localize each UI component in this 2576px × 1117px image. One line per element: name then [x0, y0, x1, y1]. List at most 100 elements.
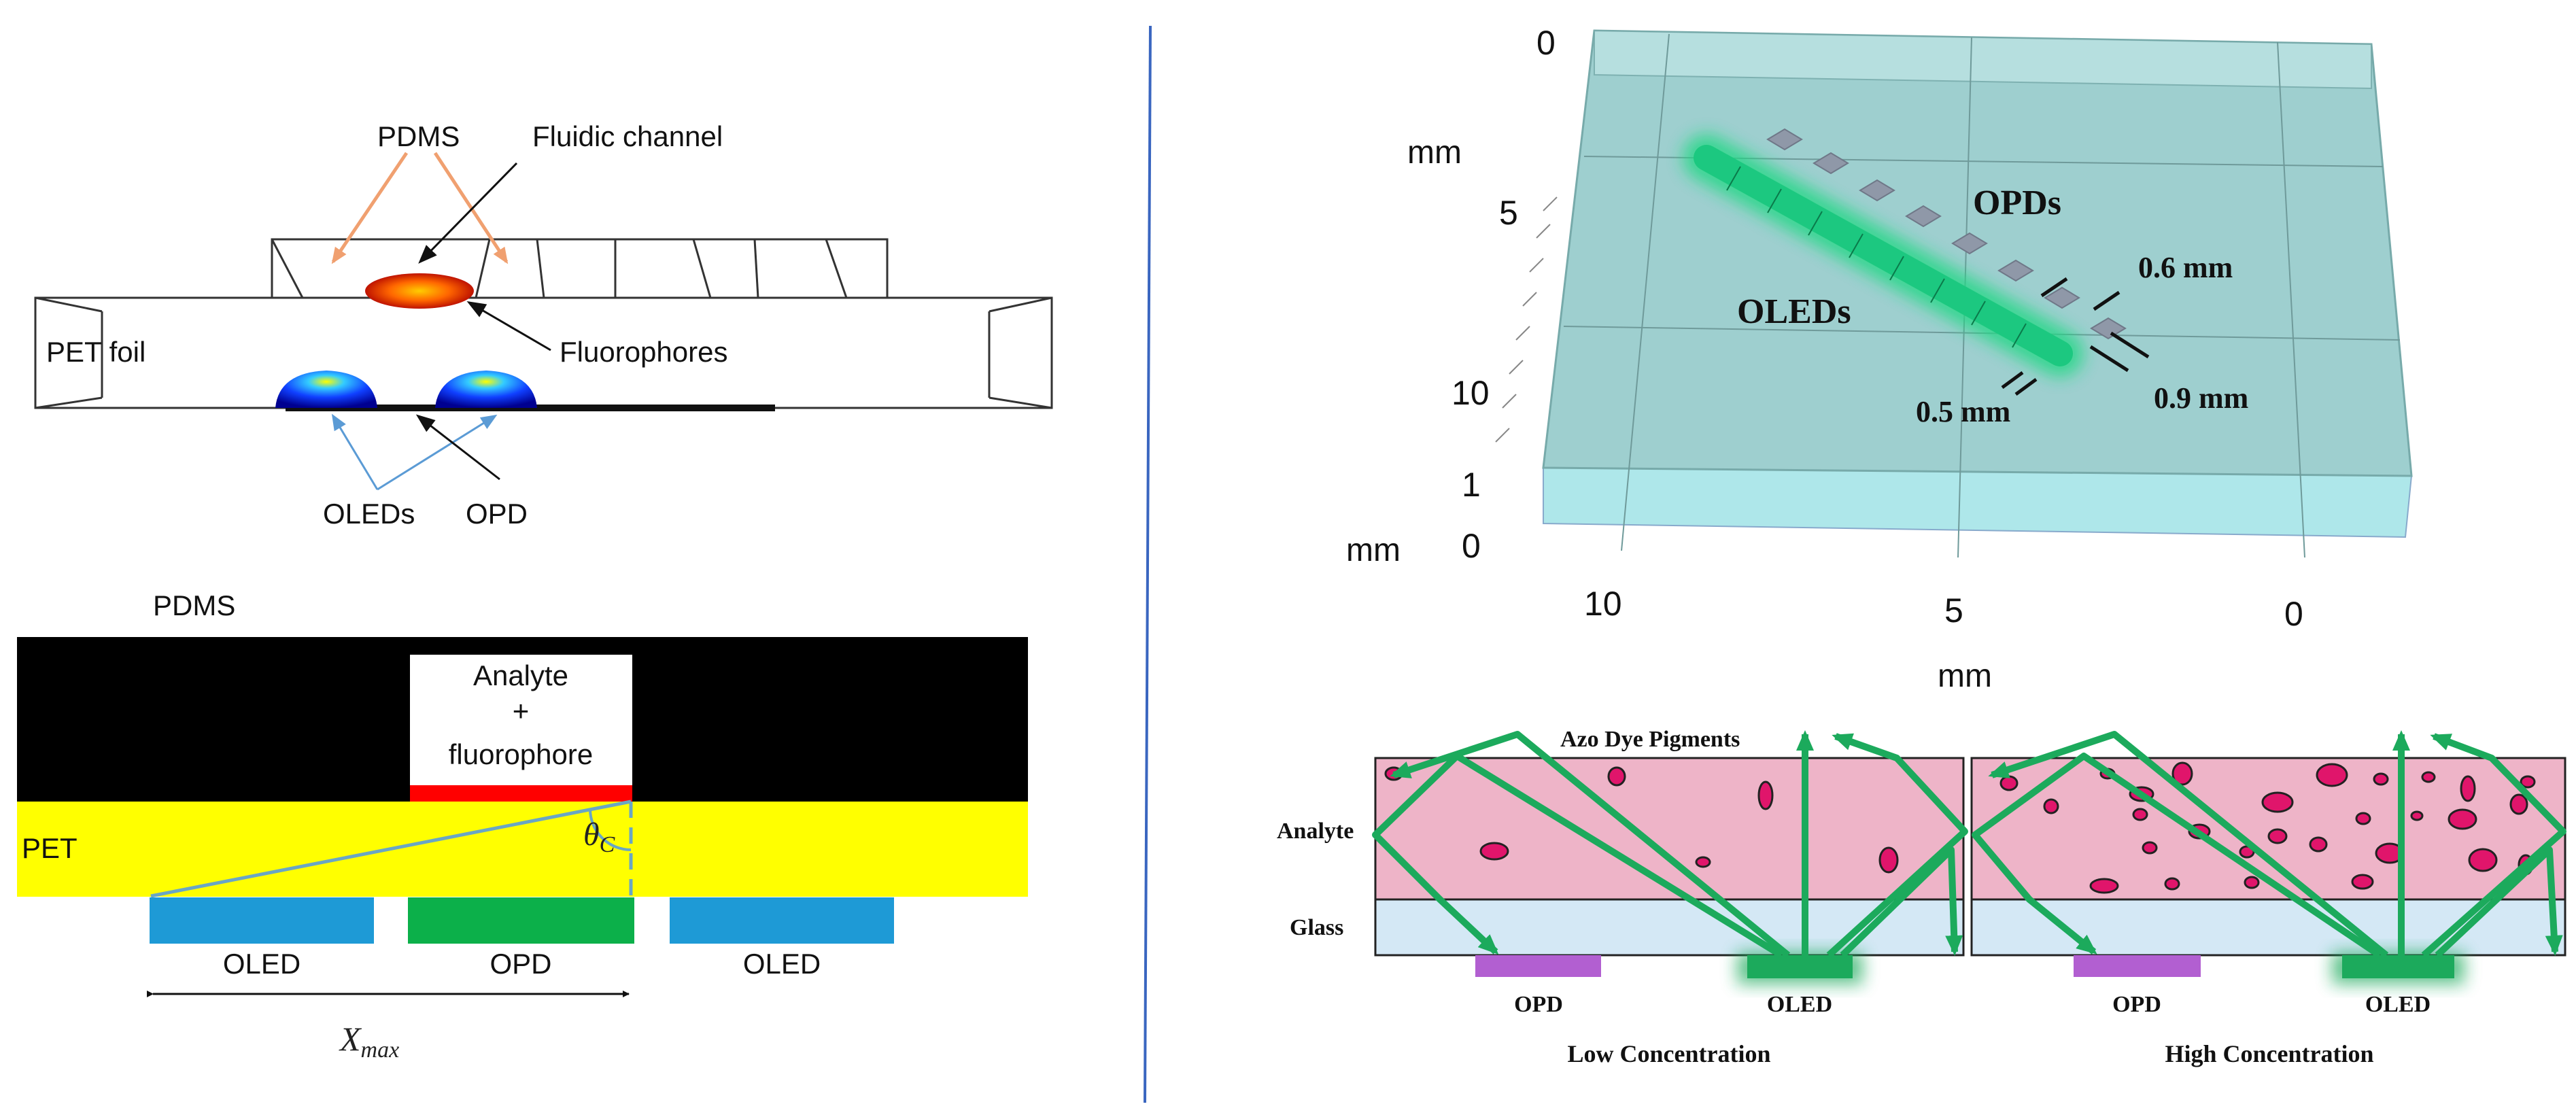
panel-b-schematic: PDMS Analyte + fluorophore PET θC OLED O…: [17, 589, 1028, 1063]
opd-high: [2074, 955, 2201, 977]
pet-foil-edge: [989, 296, 1052, 313]
label-xmax: Xmax: [339, 1020, 399, 1063]
opd-pixel: [2044, 286, 2080, 309]
label-oleds-c: OLEDs: [1737, 292, 1851, 331]
z-tick-0: 0: [1462, 527, 1481, 565]
label-pet-foil: PET foil: [46, 336, 145, 368]
label-fluidic-channel: Fluidic channel: [532, 120, 723, 152]
pet-foil-edge: [35, 296, 103, 313]
pdms-block-edge: [692, 239, 712, 298]
oled-low: [1747, 955, 1853, 978]
fluorophores-arrow: [466, 300, 551, 351]
pdms-block-edge: [753, 239, 759, 298]
pet-layer: [17, 802, 1028, 897]
label-opd-low: OPD: [1514, 992, 1563, 1017]
opd-pixel: [1997, 259, 2034, 282]
oled-left: [150, 897, 374, 944]
label-opd-high: OPD: [2112, 992, 2161, 1017]
label-glass: Glass: [1290, 915, 1343, 940]
opd: [408, 897, 634, 944]
label-oled-left: OLED: [223, 948, 300, 980]
y-tick-10: 10: [1452, 374, 1490, 412]
opd-arrow: [415, 414, 500, 481]
oleds-arrow-right: [377, 414, 498, 491]
label-opd: OPD: [466, 498, 528, 530]
label-pdms: PDMS: [377, 120, 460, 152]
opd-pixel: [1766, 128, 1803, 151]
label-dim-06: 0.6 mm: [2138, 251, 2233, 284]
opd-pixel: [1951, 232, 1988, 255]
oleds-arrow-left: [331, 413, 379, 490]
y-axis-ticks: [1495, 196, 1558, 443]
pdms-block-edge: [825, 239, 848, 298]
oled-pixels: [1726, 166, 2027, 348]
oled-strip: [1694, 145, 2073, 366]
pet-foil-edge: [35, 396, 103, 409]
label-oled-right: OLED: [743, 948, 821, 980]
light-rays-high: [1972, 730, 2566, 959]
label-azo-dye: Azo Dye Pigments: [1560, 727, 1740, 752]
opd-low: [1475, 955, 1601, 977]
label-theta: θC: [583, 817, 615, 857]
x-tick-0: 0: [2284, 595, 2303, 633]
device-back-rim: [1594, 29, 2372, 90]
label-fluorophores: Fluorophores: [560, 336, 727, 368]
label-low-concentration: Low Concentration: [1568, 1040, 1771, 1067]
opd-pixel: [1905, 205, 1942, 228]
opd-pixel: [2090, 317, 2127, 340]
x-tick-5: 5: [1944, 591, 1963, 630]
panel-a-simulation: PDMS Fluidic channel PET foil Fluorophor…: [34, 120, 1053, 530]
dye-pigments-high: [1999, 761, 2536, 894]
opd-array: [1766, 128, 2127, 340]
label-opds: OPDs: [1973, 184, 2061, 222]
pdms-block-edge: [271, 239, 304, 298]
pet-foil-edge: [989, 396, 1052, 409]
label-opd-b: OPD: [490, 948, 551, 980]
pdms-arrow-left: [331, 152, 409, 264]
label-dim-09: 0.9 mm: [2154, 381, 2248, 415]
opd-pixel: [1859, 179, 1895, 202]
y-tick-5: 5: [1499, 194, 1518, 232]
pdms-block-outline: [271, 238, 889, 299]
opd-pixel: [1813, 152, 1849, 175]
panel-separator: [1144, 25, 1152, 1103]
z-tick-1: 1: [1462, 466, 1481, 504]
low-concentration-cell: OPD OLED Low Concentration: [1372, 730, 1968, 1067]
channel-arrow: [418, 162, 518, 264]
label-pdms-b: PDMS: [153, 589, 235, 621]
light-ray: [150, 800, 632, 898]
panel-d-comparison: Azo Dye Pigments Analyte Glass: [1277, 727, 2566, 1067]
pdms-block: [271, 238, 889, 299]
high-concentration-cell: OPD OLED High Concentration: [1970, 730, 2566, 1067]
label-dim-05: 0.5 mm: [1916, 395, 2010, 428]
pet-foil-slab: [34, 296, 1053, 409]
panel-c-3d-model: 0 mm 5 10 1 0 mm 10 5 0 mm: [1346, 24, 2413, 694]
label-analyte-d: Analyte: [1277, 819, 1354, 844]
label-fluorophore: fluorophore: [449, 738, 593, 770]
substrate-front-face: [1543, 466, 2413, 538]
light-rays-low: [1372, 730, 1968, 959]
pet-foil-outline: [34, 296, 1053, 409]
label-oleds: OLEDs: [323, 498, 415, 530]
critical-angle-arc: [589, 808, 632, 851]
dimension-marks: [2001, 277, 2150, 396]
oled-heatmap-right: [435, 371, 537, 408]
fluorophore-heatmap: [365, 273, 474, 309]
y-axis-unit: mm: [1407, 135, 1462, 171]
y-tick-0: 0: [1536, 24, 1556, 62]
z-axis-unit: mm: [1346, 532, 1401, 568]
pdms-block-edge: [536, 239, 545, 298]
analyte-window: [410, 655, 632, 785]
x-axis-unit: mm: [1938, 658, 1992, 694]
label-pet: PET: [22, 832, 78, 864]
oled-heatmap-left: [275, 371, 377, 408]
x-tick-10: 10: [1584, 585, 1622, 623]
analyte-layer-low: [1374, 757, 1965, 901]
pdms-block-edge: [475, 239, 491, 298]
label-oled-high: OLED: [2365, 992, 2431, 1017]
oled-right: [670, 897, 894, 944]
label-analyte: Analyte: [473, 659, 568, 691]
pdms-arrow-right: [433, 152, 509, 264]
